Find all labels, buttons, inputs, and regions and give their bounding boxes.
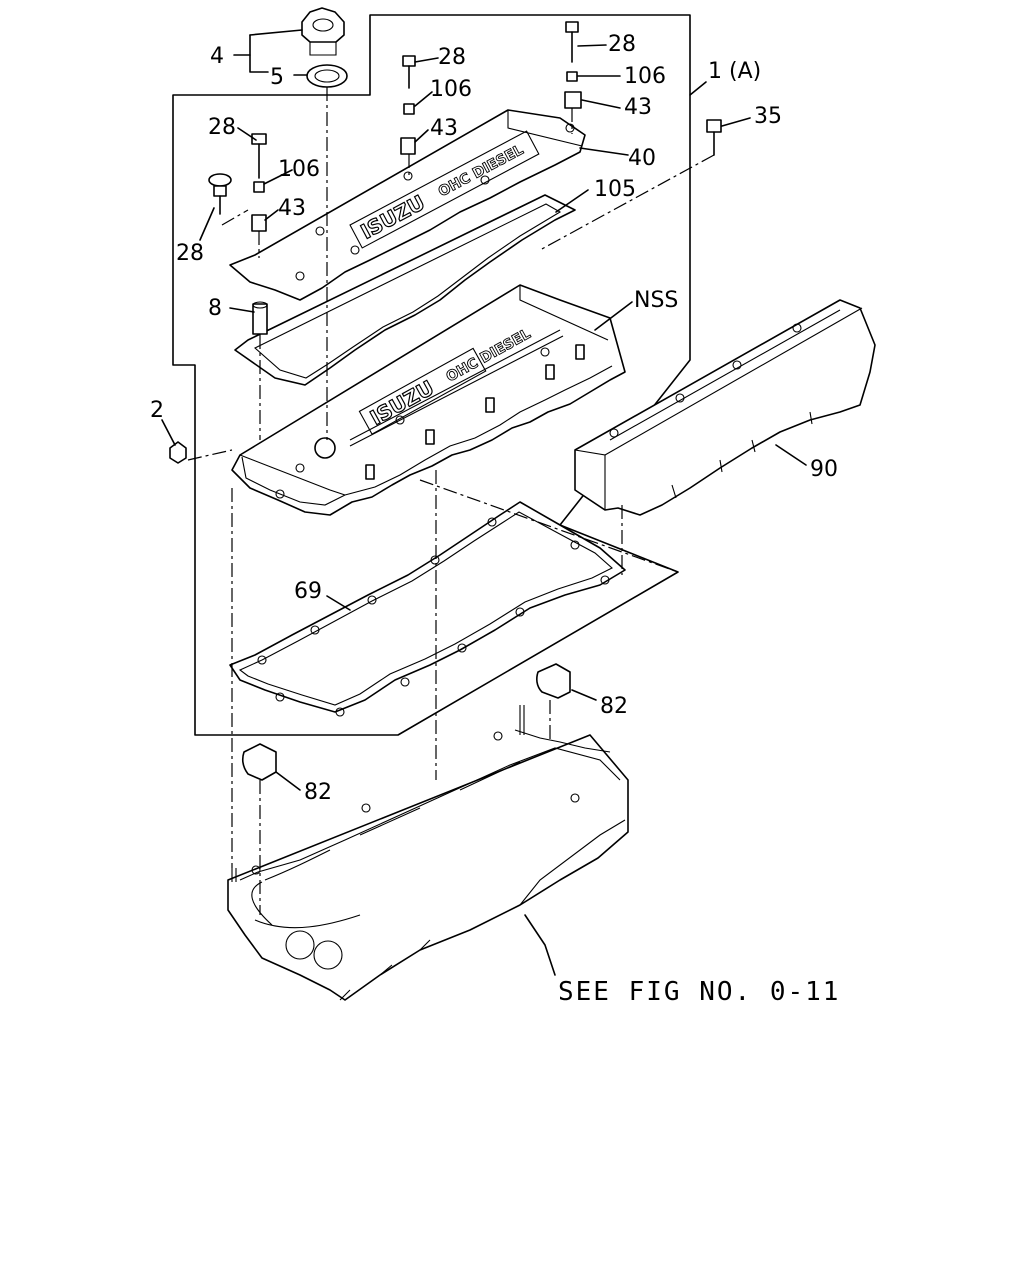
valve-cover-gasket [229, 501, 626, 717]
bolt-28-right [565, 21, 579, 63]
callout-35: 35 [754, 104, 782, 129]
callout-82-right: 82 [600, 694, 628, 719]
callout-28-lower: 28 [176, 241, 204, 266]
callout-105: 105 [594, 177, 636, 202]
callout-5: 5 [270, 65, 284, 90]
cover-bolts-row [365, 344, 585, 480]
callout-90: 90 [810, 457, 838, 482]
callout-69: 69 [294, 579, 322, 604]
callout-28-top: 28 [438, 45, 466, 70]
callout-82-left: 82 [304, 780, 332, 805]
callout-106-top: 106 [430, 77, 472, 102]
plate-gasket [234, 194, 576, 386]
callout-106-right: 106 [624, 64, 666, 89]
callout-43-right: 43 [624, 95, 652, 120]
bolt-28-lower [208, 173, 232, 215]
reference-note: SEE FIG NO. 0-11 [558, 977, 840, 1007]
callout-40: 40 [628, 146, 656, 171]
collar-8 [252, 301, 268, 335]
callout-43-left: 43 [278, 196, 306, 221]
washer-106-left [253, 181, 265, 193]
leader-lines [161, 29, 807, 791]
callout-4: 4 [210, 44, 224, 69]
insulator [574, 299, 876, 516]
bolt-35 [706, 119, 722, 156]
plug-82-right [536, 663, 571, 699]
cap-seal-ring [306, 64, 348, 88]
note-leader [524, 914, 556, 976]
callout-8: 8 [208, 296, 222, 321]
rubber-43-top [400, 137, 416, 155]
rubber-43-left [251, 214, 267, 232]
cylinder-head [227, 705, 629, 1001]
rubber-43-right [564, 91, 582, 109]
callout-2: 2 [150, 398, 164, 423]
callouts: 4 5 28 106 43 28 106 43 40 105 1 (A) 35 … [150, 32, 838, 805]
assembly-guides [187, 87, 715, 915]
washer-106-top [403, 103, 415, 115]
callout-43-top: 43 [430, 116, 458, 141]
callout-106-left: 106 [278, 157, 320, 182]
oil-filler-cap [301, 7, 345, 56]
cover-plate: ISUZU OHC DIESEL [229, 109, 586, 301]
bolt-28-left [251, 133, 267, 179]
nut-2 [169, 441, 187, 464]
callout-1a: 1 (A) [708, 59, 761, 84]
callout-28-right: 28 [608, 32, 636, 57]
callout-nss: NSS [634, 288, 678, 313]
washer-106-right [566, 71, 578, 82]
callout-28-left: 28 [208, 115, 236, 140]
bolt-28-top [402, 55, 416, 89]
plug-82-left [242, 743, 277, 781]
